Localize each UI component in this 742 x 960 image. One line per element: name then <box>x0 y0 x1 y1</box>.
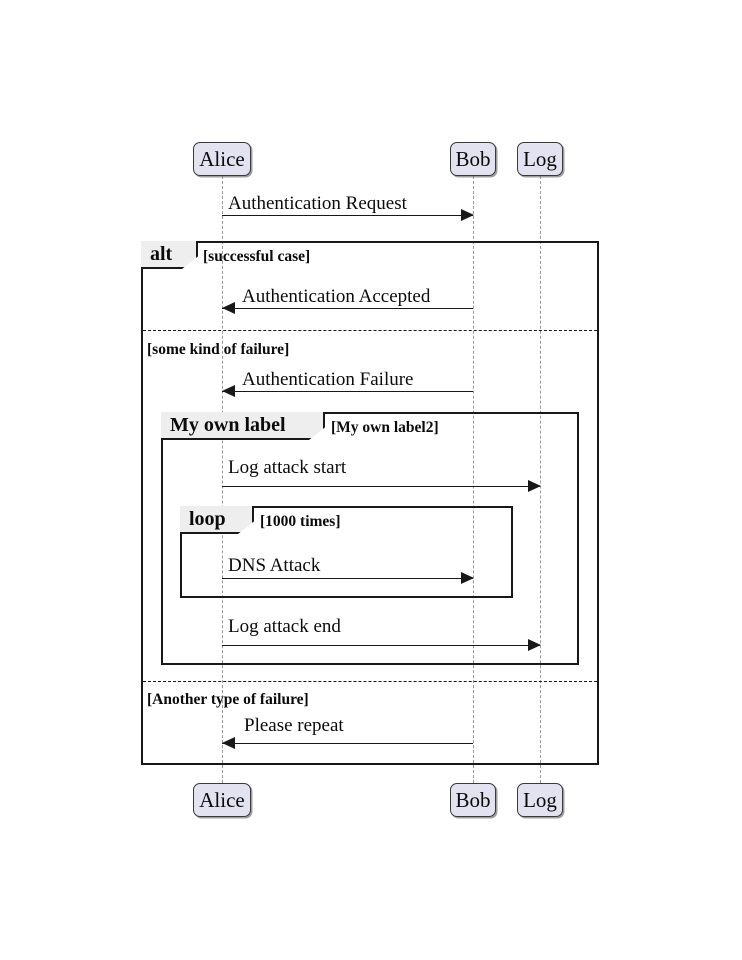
participant-alice-label: Alice <box>199 146 245 171</box>
fragment-loop <box>180 506 513 598</box>
message-label-authentication-failure: Authentication Failure <box>242 369 414 390</box>
participant-log-label: Log <box>523 146 557 171</box>
fragment-alt-divider-1 <box>143 330 597 331</box>
message-line-please-repeat <box>222 743 473 744</box>
fragment-my-own-label-tag: My own label <box>161 412 325 440</box>
participant-bob-header[interactable]: Bob <box>450 142 496 176</box>
participant-log-footer[interactable]: Log <box>517 783 563 817</box>
participant-log-header[interactable]: Log <box>517 142 563 176</box>
participant-alice-footer[interactable]: Alice <box>193 783 251 817</box>
message-line-authentication-failure <box>222 391 473 392</box>
fragment-my-own-label-tag-label: My own label <box>170 413 286 436</box>
arrow-head-log-attack-end <box>528 639 541 651</box>
message-line-log-attack-end <box>222 645 540 646</box>
message-label-authentication-request: Authentication Request <box>228 193 407 214</box>
lifeline-log <box>540 176 541 783</box>
participant-log-footer-label: Log <box>523 787 557 812</box>
arrow-head-authentication-accepted <box>222 302 235 314</box>
lifeline-alice <box>222 176 223 783</box>
message-label-please-repeat: Please repeat <box>244 715 344 736</box>
fragment-my-own-label-condition: [My own label2] <box>331 419 439 436</box>
fragment-loop-tag: loop <box>180 506 254 534</box>
participant-alice-header[interactable]: Alice <box>193 142 251 176</box>
fragment-alt-else-label-1: [some kind of failure] <box>147 341 290 358</box>
arrow-head-please-repeat <box>222 737 235 749</box>
lifeline-bob <box>473 176 474 783</box>
fragment-alt-divider-2 <box>143 681 597 682</box>
participant-bob-label: Bob <box>455 146 491 171</box>
participant-bob-footer[interactable]: Bob <box>450 783 496 817</box>
message-line-dns-attack <box>222 578 473 579</box>
fragment-my-own-label <box>161 412 579 665</box>
message-label-authentication-accepted: Authentication Accepted <box>242 286 431 307</box>
fragment-alt <box>141 241 599 765</box>
fragment-loop-tag-label: loop <box>189 507 226 530</box>
fragment-alt-else-label-2: [Another type of failure] <box>147 691 309 708</box>
fragment-alt-condition: [successful case] <box>203 248 311 265</box>
message-line-log-attack-start <box>222 486 540 487</box>
arrow-head-authentication-failure <box>222 385 235 397</box>
arrow-head-dns-attack <box>461 572 474 584</box>
message-line-authentication-accepted <box>222 308 473 309</box>
arrow-head-authentication-request <box>461 209 474 221</box>
fragment-loop-condition: [1000 times] <box>260 513 341 530</box>
arrow-head-log-attack-start <box>528 480 541 492</box>
message-label-dns-attack: DNS Attack <box>228 555 321 576</box>
participant-alice-footer-label: Alice <box>199 787 245 812</box>
message-line-authentication-request <box>222 215 473 216</box>
fragment-alt-tag-label: alt <box>150 242 173 265</box>
participant-bob-footer-label: Bob <box>455 787 491 812</box>
message-label-log-attack-end: Log attack end <box>228 616 341 637</box>
message-label-log-attack-start: Log attack start <box>228 457 347 478</box>
